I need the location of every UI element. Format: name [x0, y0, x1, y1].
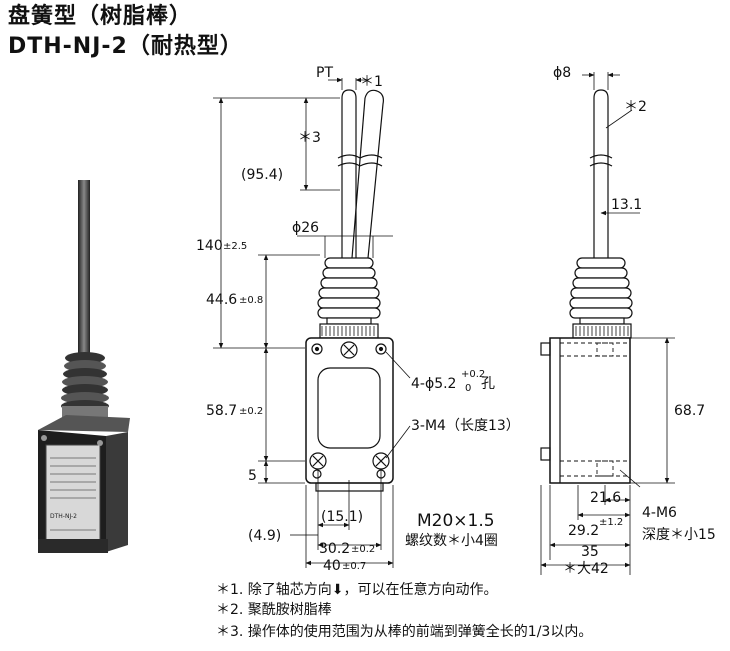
- dim-30-2: 30.2: [319, 541, 350, 557]
- dim-13-1: 13.1: [611, 197, 642, 213]
- dim-35: 35: [581, 544, 599, 560]
- photo-housing-side: [106, 432, 128, 552]
- footnote-3: ＊3. 操作体的使用范围为从棒的前端到弹簧全长的1/3以内。: [216, 623, 592, 640]
- note1-mark: ＊1: [360, 74, 383, 90]
- side-view-dimensions: [540, 72, 675, 575]
- dim-1-2: ±1.2: [599, 517, 623, 528]
- front-view-dimensions: [213, 77, 411, 568]
- product-photo: DTH-NJ-2: [38, 180, 130, 553]
- dim-140: 140: [196, 238, 223, 254]
- photo-rod: [78, 180, 90, 355]
- holes-callout-main: 4-ϕ5.2: [411, 376, 456, 392]
- dim-68-7: 68.7: [674, 403, 705, 419]
- side-view: [540, 89, 633, 484]
- thread-depth: 螺纹数＊小4圈: [405, 533, 498, 549]
- dim-58-7-tol: ±0.2: [239, 406, 263, 417]
- m4-callout: 3-M4（长度13）: [411, 418, 520, 434]
- dim-30-2-tol: ±0.2: [351, 544, 375, 555]
- photo-conduit-base: [38, 539, 108, 553]
- holes-callout-suffix: 孔: [481, 376, 495, 392]
- dim-95-4: (95.4): [241, 167, 283, 183]
- footnote-1: ＊1. 除了轴芯方向⬇，可以在任意方向动作。: [216, 581, 498, 598]
- dim-4-9: (4.9): [248, 528, 281, 544]
- dim-40: 40: [323, 558, 341, 574]
- photo-nameplate: [45, 444, 101, 542]
- footnote-2: ＊2. 聚酰胺树脂棒: [216, 602, 332, 618]
- pt-label: PT: [316, 65, 333, 81]
- note2-mark: ＊2: [624, 99, 647, 115]
- dim-phi8: ϕ8: [553, 65, 571, 81]
- m6-callout: 4-M6: [642, 505, 677, 521]
- dim-44-6-tol: ±0.8: [239, 295, 263, 306]
- photo-nameplate-text: DTH-NJ-2: [50, 513, 77, 520]
- dim-140-tol: ±2.5: [223, 241, 247, 252]
- holes-callout: 4-ϕ5.2: [411, 376, 456, 392]
- front-view: [305, 89, 394, 492]
- dim-21-6: 21.6: [590, 490, 621, 506]
- dim-phi26: ϕ26: [292, 220, 319, 236]
- dim-40-tol: ±0.7: [342, 561, 366, 572]
- dim-44-6: 44.6: [206, 292, 237, 308]
- thread-label: M20×1.5: [417, 511, 495, 531]
- m6-depth: 深度＊小15: [642, 527, 716, 543]
- title-line-1: 盘簧型（树脂棒）: [8, 4, 193, 29]
- holes-callout-sub: 0: [465, 383, 471, 394]
- dim-42: ＊大42: [563, 561, 609, 577]
- dim-5: 5: [248, 468, 257, 484]
- photo-housing-top: [38, 415, 130, 432]
- photo-spring: [61, 352, 109, 412]
- title-line-2: DTH-NJ-2（耐热型）: [8, 34, 243, 59]
- dim-15-1: (15.1): [321, 509, 363, 525]
- dim-58-7: 58.7: [206, 403, 237, 419]
- holes-callout-sup: +0.2: [461, 369, 485, 380]
- dim-29-2: 29.2: [568, 523, 599, 539]
- note3-mark: ＊3: [298, 130, 321, 146]
